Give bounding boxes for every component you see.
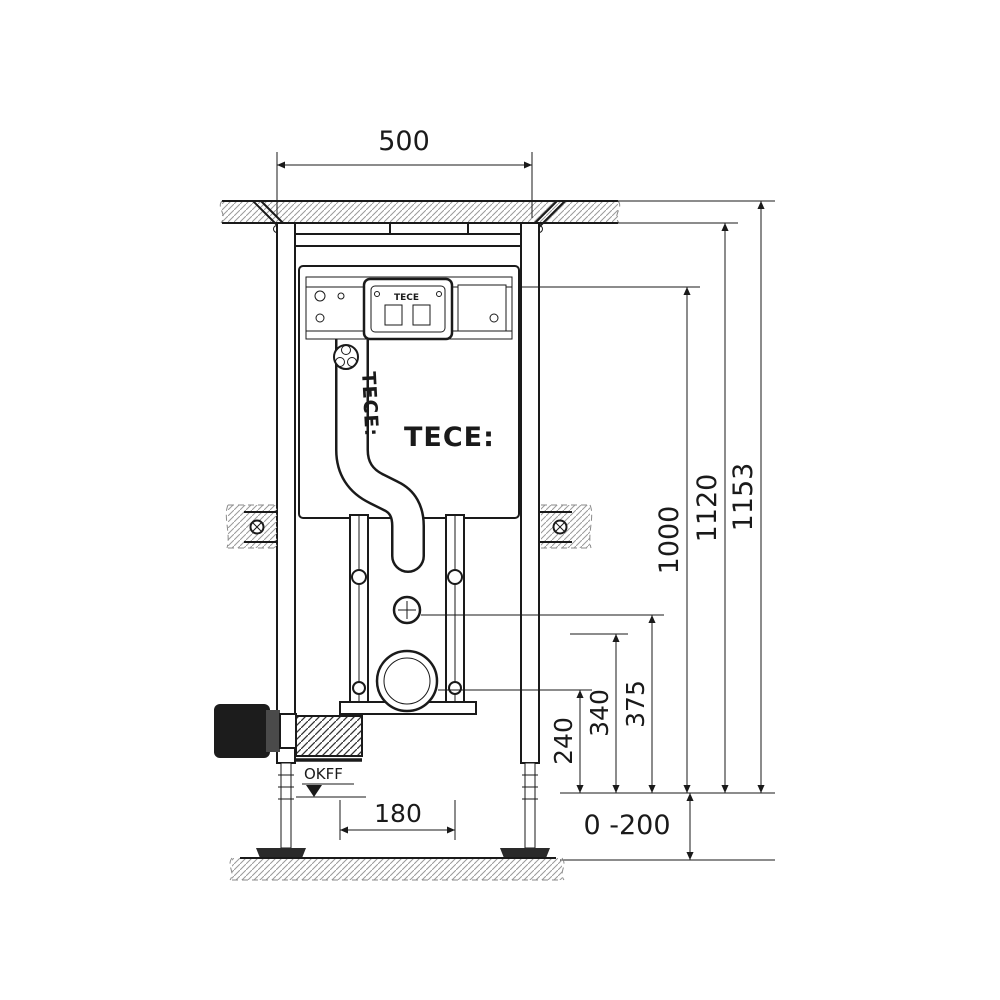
pipe-brand-label: TECE:	[357, 371, 382, 438]
flush-pipe	[335, 322, 425, 573]
drain-outlet	[375, 649, 439, 713]
fixing-bolt-icon	[351, 569, 367, 585]
dim-mid-height-label: 340	[585, 689, 614, 737]
frame-right-rail	[500, 222, 550, 858]
dimension-top-width: 500	[276, 126, 533, 218]
dim-drain-height-label: 240	[549, 717, 578, 765]
level-triangle-icon	[306, 785, 322, 797]
ceiling-section	[219, 200, 621, 224]
left-foot-plate	[256, 848, 306, 858]
flush-button-left	[384, 304, 403, 326]
dimension-inlet-height: 375	[421, 614, 664, 793]
dim-foot-adjustment-label: 0 -200	[583, 810, 670, 841]
dim-inlet-height-label: 375	[621, 680, 650, 728]
frame-left-rail	[256, 222, 306, 858]
dim-overall-height-label: 1153	[728, 463, 759, 532]
floor-level-label: OKFF	[304, 765, 343, 783]
top-crossbar	[294, 233, 522, 247]
dimension-drain-height: 240	[438, 689, 592, 793]
dimension-frame-height: 1120	[541, 222, 738, 793]
wc-mounting-rails	[339, 514, 477, 715]
wall-bracket-right	[539, 504, 593, 549]
dim-cistern-height-label: 1000	[654, 506, 685, 575]
floor-section	[229, 857, 565, 881]
screw-head-icon	[489, 313, 499, 323]
screw-head-icon	[436, 291, 442, 297]
inspection-shaft-inner	[370, 285, 446, 333]
flush-service-unit: TECE	[305, 276, 513, 341]
dimension-overall-height: 1153	[618, 200, 775, 793]
dimension-mid-height: 340	[570, 633, 628, 793]
tece-trefoil-logo-icon	[333, 344, 359, 370]
screw-head-icon	[315, 313, 325, 323]
water-inlet-connection	[392, 595, 422, 625]
brand-logo-label: TECE:	[404, 422, 495, 453]
drain-elbow-assembly	[214, 704, 363, 762]
screw-head-icon	[314, 290, 326, 302]
dimension-foot-adjustment: 0 -200	[560, 793, 775, 861]
right-foot-plate	[500, 848, 550, 858]
dimension-cistern-height: 1000	[521, 286, 700, 793]
dim-frame-height-label: 1120	[692, 474, 723, 543]
fixing-bolt-icon	[352, 681, 366, 695]
dim-top-width-label: 500	[378, 126, 430, 157]
fixing-bolt-icon	[448, 681, 462, 695]
floor-level-marker: OKFF	[296, 765, 366, 798]
wall-bracket-left	[225, 504, 277, 549]
dim-bottom-width-label: 180	[374, 799, 422, 828]
dimension-bottom-width: 180	[339, 799, 456, 840]
fixing-bolt-icon	[447, 569, 463, 585]
flush-button-right	[412, 304, 431, 326]
screw-head-icon	[374, 291, 380, 297]
screw-head-icon	[337, 292, 345, 300]
inspection-shaft	[362, 277, 454, 341]
protection-plate	[457, 284, 507, 332]
unit-brand-label: TECE	[394, 293, 419, 303]
